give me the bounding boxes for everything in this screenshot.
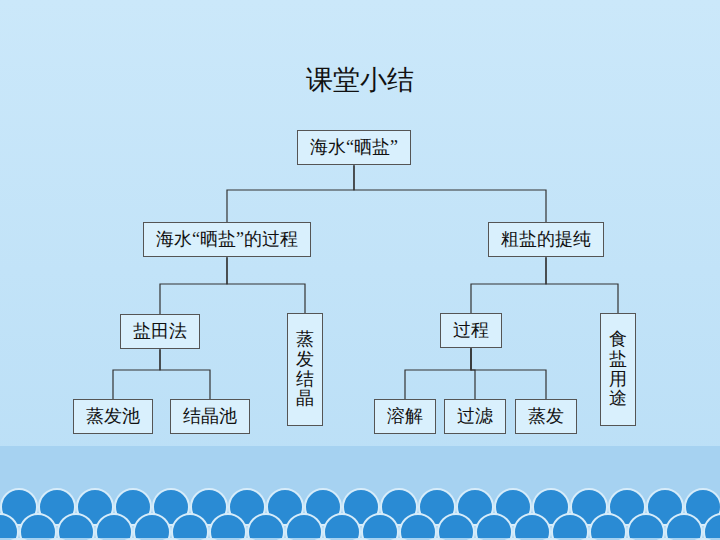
box-label: 溶解 bbox=[387, 404, 423, 429]
box-label: 蒸发池 bbox=[86, 404, 140, 429]
tree-connector bbox=[160, 257, 227, 314]
wave-scallops bbox=[0, 488, 720, 540]
concept-box: 蒸发池 bbox=[73, 399, 153, 434]
box-label: 盐田法 bbox=[133, 319, 187, 344]
box-label: 海水“晒盐” bbox=[310, 135, 398, 160]
concept-box: 海水“晒盐” bbox=[297, 130, 411, 165]
concept-box: 溶解 bbox=[374, 399, 436, 434]
concept-box: 盐田法 bbox=[120, 314, 200, 349]
concept-box: 结晶池 bbox=[170, 399, 250, 434]
tree-connector bbox=[405, 348, 471, 399]
vertical-box: 蒸发结晶 bbox=[287, 313, 323, 426]
tree-connector bbox=[471, 257, 546, 313]
box-label: 蒸发 bbox=[528, 404, 564, 429]
tree-connector bbox=[546, 257, 618, 313]
box-label: 粗盐的提纯 bbox=[501, 227, 591, 252]
box-label: 过程 bbox=[453, 318, 489, 343]
vertical-box: 食盐用途 bbox=[600, 313, 636, 426]
bottom-band bbox=[0, 446, 720, 540]
tree-connector bbox=[160, 349, 210, 399]
box-label: 过滤 bbox=[457, 404, 493, 429]
concept-box: 海水“晒盐”的过程 bbox=[143, 222, 311, 257]
tree-connector bbox=[354, 165, 546, 222]
tree-connector bbox=[113, 349, 160, 399]
concept-box: 过程 bbox=[440, 313, 502, 348]
slide-title: 课堂小结 bbox=[0, 62, 720, 98]
concept-box: 粗盐的提纯 bbox=[488, 222, 604, 257]
concept-box: 蒸发 bbox=[515, 399, 577, 434]
concept-box: 过滤 bbox=[444, 399, 506, 434]
box-label: 结晶池 bbox=[183, 404, 237, 429]
tree-connector bbox=[227, 257, 305, 313]
box-label: 海水“晒盐”的过程 bbox=[156, 227, 298, 252]
tree-connector bbox=[471, 348, 546, 399]
box-label: 蒸发结晶 bbox=[296, 330, 314, 409]
tree-connector bbox=[227, 165, 354, 222]
box-label: 食盐用途 bbox=[609, 330, 627, 409]
